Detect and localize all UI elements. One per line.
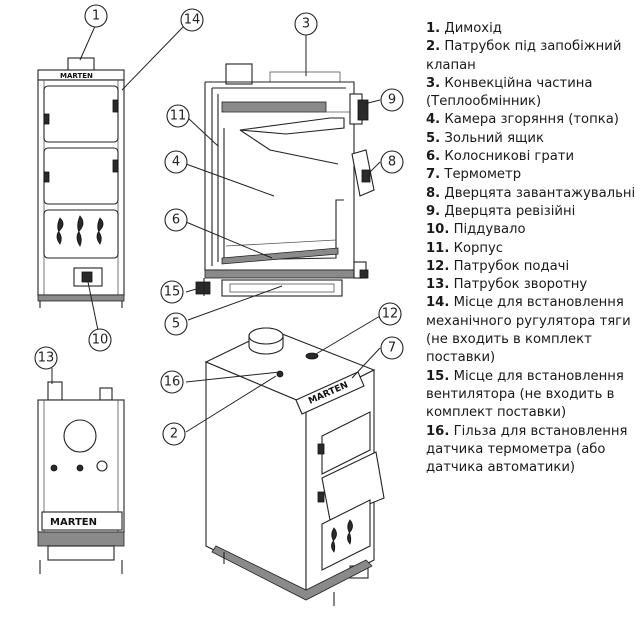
svg-text:MARTEN: MARTEN — [60, 72, 93, 80]
boiler-back-view: MARTEN — [37, 381, 125, 574]
boiler-isometric-view: MARTEN — [204, 327, 385, 606]
callout-7: 7 — [380, 336, 404, 360]
legend-item: 5. Зольний ящик — [426, 130, 544, 146]
callout-5: 5 — [164, 312, 188, 336]
legend-item: 15. Місце для встановлення вентилятора (… — [426, 368, 624, 421]
svg-text:13: 13 — [38, 351, 55, 366]
legend-item: 6. Колосникові грати — [426, 149, 575, 165]
legend-item: 4. Камера згоряння (топка) — [426, 112, 619, 128]
callout-4: 4 — [164, 150, 188, 174]
legend-item: 9. Дверцята ревізійні — [426, 203, 576, 219]
svg-text:3: 3 — [302, 17, 310, 32]
legend-item: 11. Корпус — [426, 240, 504, 256]
svg-text:MARTEN: MARTEN — [50, 517, 97, 528]
callout-10: 10 — [88, 328, 112, 352]
legend-item: 7. Термометр — [426, 167, 522, 183]
callout-14: 14 — [180, 8, 204, 32]
svg-text:16: 16 — [164, 375, 181, 390]
callout-9: 9 — [380, 88, 404, 112]
legend-item: 13. Патрубок зворотну — [426, 277, 588, 293]
legend-item: 2. Патрубок під запобіжний клапан — [426, 39, 622, 73]
legend-item: 16. Гільза для встановлення датчика терм… — [426, 423, 628, 476]
svg-text:14: 14 — [184, 13, 201, 28]
callout-2: 2 — [162, 422, 186, 446]
legend-item: 3. Конвекційна частина (Теплообмінник) — [426, 75, 593, 110]
callout-12: 12 — [378, 302, 402, 326]
callout-15: 15 — [160, 280, 184, 304]
svg-text:10: 10 — [92, 333, 109, 348]
svg-text:1: 1 — [92, 9, 100, 24]
legend-item: 12. Патрубок подачі — [426, 258, 570, 274]
callout-8: 8 — [380, 150, 404, 174]
leader-lines — [51, 23, 381, 433]
svg-text:5: 5 — [172, 317, 180, 332]
boiler-front-view: MARTEN — [37, 57, 125, 308]
svg-text:7: 7 — [388, 341, 396, 356]
svg-text:2: 2 — [170, 427, 178, 442]
callout-6: 6 — [164, 208, 188, 232]
svg-text:11: 11 — [170, 109, 187, 124]
callout-16: 16 — [160, 370, 184, 394]
svg-text:8: 8 — [388, 155, 396, 170]
callout-13: 13 — [34, 346, 58, 370]
boiler-diagram: MARTEN — [34, 4, 404, 606]
legend-item: 14. Місце для встановлення механічного р… — [426, 295, 631, 366]
parts-legend: 1. Димохід 2. Патрубок під запобіжний кл… — [426, 20, 638, 477]
legend-item: 8. Дверцята завантажувальні — [426, 185, 636, 201]
svg-text:12: 12 — [382, 307, 399, 322]
svg-text:9: 9 — [388, 93, 396, 108]
boiler-section-view — [195, 63, 375, 297]
svg-text:6: 6 — [172, 213, 180, 228]
legend-item: 10. Піддувало — [426, 222, 526, 238]
legend-item: 1. Димохід — [426, 21, 502, 36]
callout-1: 1 — [84, 4, 108, 28]
callout-11: 11 — [166, 104, 190, 128]
callout-3: 3 — [294, 12, 318, 36]
svg-text:15: 15 — [164, 285, 181, 300]
svg-text:4: 4 — [172, 155, 180, 170]
